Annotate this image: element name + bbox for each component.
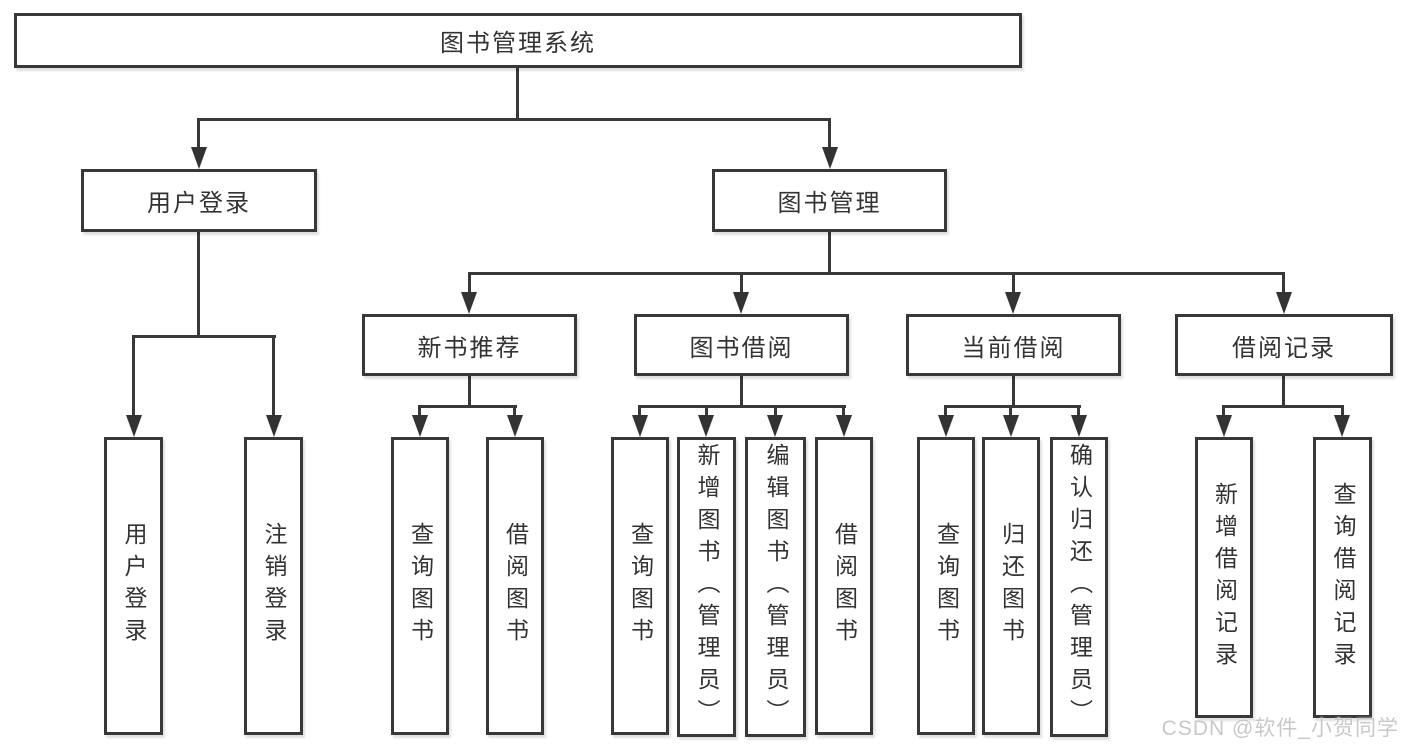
connector-line <box>740 272 743 296</box>
node-book-management: 图书管理 <box>712 169 947 232</box>
connector-line <box>705 405 708 418</box>
leaf-query-books-recommend: 查询图书 <box>391 437 449 735</box>
leaf-logout-login: 注销登录 <box>244 437 303 735</box>
arrow-down-icon <box>822 147 838 169</box>
arrow-down-icon <box>836 415 852 437</box>
connector-line <box>513 405 516 418</box>
leaf-borrow-books-borrowing: 借阅图书 <box>815 437 873 735</box>
connector-line <box>132 335 135 419</box>
connector-line <box>774 405 777 418</box>
node-new-book-recommend: 新书推荐 <box>362 314 577 376</box>
leaf-return-books: 归还图书 <box>982 437 1040 735</box>
arrow-down-icon <box>461 292 477 314</box>
leaf-add-borrow-record: 新增借阅记录 <box>1195 437 1253 718</box>
connector-line <box>1282 272 1285 296</box>
connector-line <box>132 335 276 338</box>
connector-line <box>1282 376 1285 408</box>
connector-line <box>468 272 1285 275</box>
connector-line <box>1222 405 1225 418</box>
leaf-query-books-borrowing: 查询图书 <box>611 437 669 735</box>
connector-line <box>828 232 831 275</box>
arrow-down-icon <box>767 415 783 437</box>
node-user-login: 用户登录 <box>81 169 317 232</box>
connector-line <box>197 118 200 151</box>
leaf-edit-books-admin: 编辑图书（管理员） <box>745 437 806 737</box>
connector-line <box>197 232 200 338</box>
connector-line <box>468 376 471 408</box>
connector-line <box>197 118 831 121</box>
arrow-down-icon <box>698 415 714 437</box>
leaf-query-borrow-record: 查询借阅记录 <box>1313 437 1372 718</box>
node-root: 图书管理系统 <box>14 13 1022 68</box>
connector-line <box>1222 405 1344 408</box>
connector-line <box>418 405 517 408</box>
arrow-down-icon <box>507 415 523 437</box>
connector-line <box>638 405 641 418</box>
connector-line <box>944 405 947 418</box>
arrow-down-icon <box>191 147 207 169</box>
leaf-add-books-admin: 新增图书（管理员） <box>677 437 736 737</box>
arrow-down-icon <box>266 415 282 437</box>
connector-line <box>828 118 831 151</box>
connector-line <box>1077 405 1080 418</box>
node-book-borrowing: 图书借阅 <box>634 314 849 376</box>
leaf-borrow-books-recommend: 借阅图书 <box>486 437 544 735</box>
connector-line <box>1012 272 1015 296</box>
arrow-down-icon <box>938 415 954 437</box>
arrow-down-icon <box>733 292 749 314</box>
leaf-query-books-current: 查询图书 <box>917 437 975 735</box>
arrow-down-icon <box>126 415 142 437</box>
arrow-down-icon <box>1334 415 1350 437</box>
connector-line <box>418 405 421 418</box>
node-current-borrowing: 当前借阅 <box>906 314 1121 376</box>
arrow-down-icon <box>632 415 648 437</box>
connector-line <box>1341 405 1344 418</box>
connector-line <box>1012 376 1015 408</box>
connector-line <box>516 68 519 121</box>
leaf-confirm-return-admin: 确认归还（管理员） <box>1050 437 1108 737</box>
arrow-down-icon <box>1005 292 1021 314</box>
leaf-user-login: 用户登录 <box>104 437 163 735</box>
connector-line <box>638 405 846 408</box>
connector-line <box>468 272 471 296</box>
watermark: CSDN @软件_小贺同学 <box>1161 717 1399 740</box>
arrow-down-icon <box>1216 415 1232 437</box>
connector-line <box>842 405 845 418</box>
connector-line <box>944 405 1081 408</box>
connector-line <box>740 376 743 408</box>
arrow-down-icon <box>1071 415 1087 437</box>
arrow-down-icon <box>412 415 428 437</box>
connector-line <box>272 335 275 419</box>
connector-line <box>1009 405 1012 418</box>
arrow-down-icon <box>1003 415 1019 437</box>
arrow-down-icon <box>1276 292 1292 314</box>
node-borrow-records: 借阅记录 <box>1175 314 1393 376</box>
